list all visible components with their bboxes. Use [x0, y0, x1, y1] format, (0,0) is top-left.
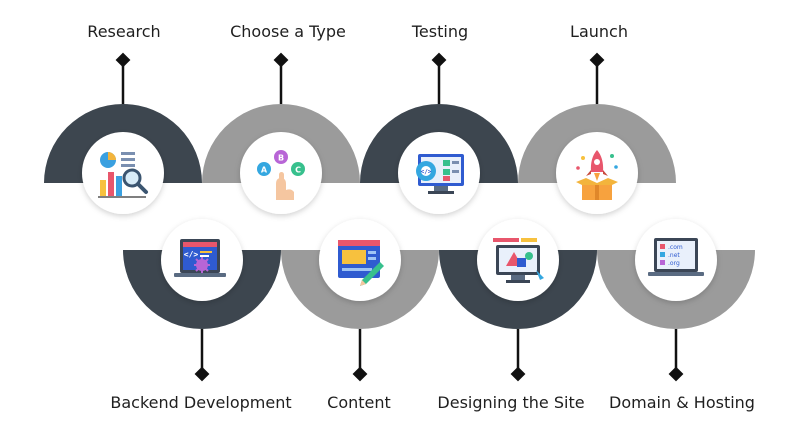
domain-net-text: .net	[668, 252, 680, 259]
domain-laptop-com-net-org-icon: .com .net .org	[648, 238, 704, 276]
option-a-text: A	[261, 166, 268, 175]
design-monitor-shapes-icon	[493, 238, 544, 283]
option-b-text: B	[278, 154, 284, 163]
backend-laptop-gear-code-icon: </>	[174, 239, 226, 277]
diamond-marker	[352, 366, 368, 382]
step-label-launch: Launch	[570, 22, 628, 41]
diamond-marker	[115, 52, 131, 68]
icon-circle-research	[82, 132, 164, 214]
step-label-choose-type: Choose a Type	[230, 22, 346, 41]
step-label-content: Content	[327, 393, 391, 412]
step-label-designing: Designing the Site	[437, 393, 585, 412]
option-c-text: C	[295, 166, 301, 175]
backend-code-tag-text: </>	[184, 250, 199, 259]
diamond-marker	[273, 52, 289, 68]
step-label-testing: Testing	[411, 22, 469, 41]
diamond-marker	[194, 366, 210, 382]
diamond-marker	[510, 366, 526, 382]
step-label-domain: Domain & Hosting	[609, 393, 755, 412]
step-label-backend: Backend Development	[110, 393, 292, 412]
research-chart-magnifier-icon	[98, 152, 148, 198]
diamond-marker	[668, 366, 684, 382]
content-document-pencil-icon	[338, 240, 384, 286]
domain-com-text: .com	[668, 244, 683, 251]
choose-abc-options-icon: B A C	[257, 150, 305, 200]
domain-org-text: .org	[668, 260, 680, 267]
step-label-research: Research	[87, 22, 161, 41]
launch-rocket-box-icon	[576, 150, 618, 200]
diamond-marker	[431, 52, 447, 68]
diamond-marker	[589, 52, 605, 68]
code-tag-text: </>	[421, 169, 432, 176]
testing-monitor-checklist-icon: </>	[416, 154, 464, 194]
